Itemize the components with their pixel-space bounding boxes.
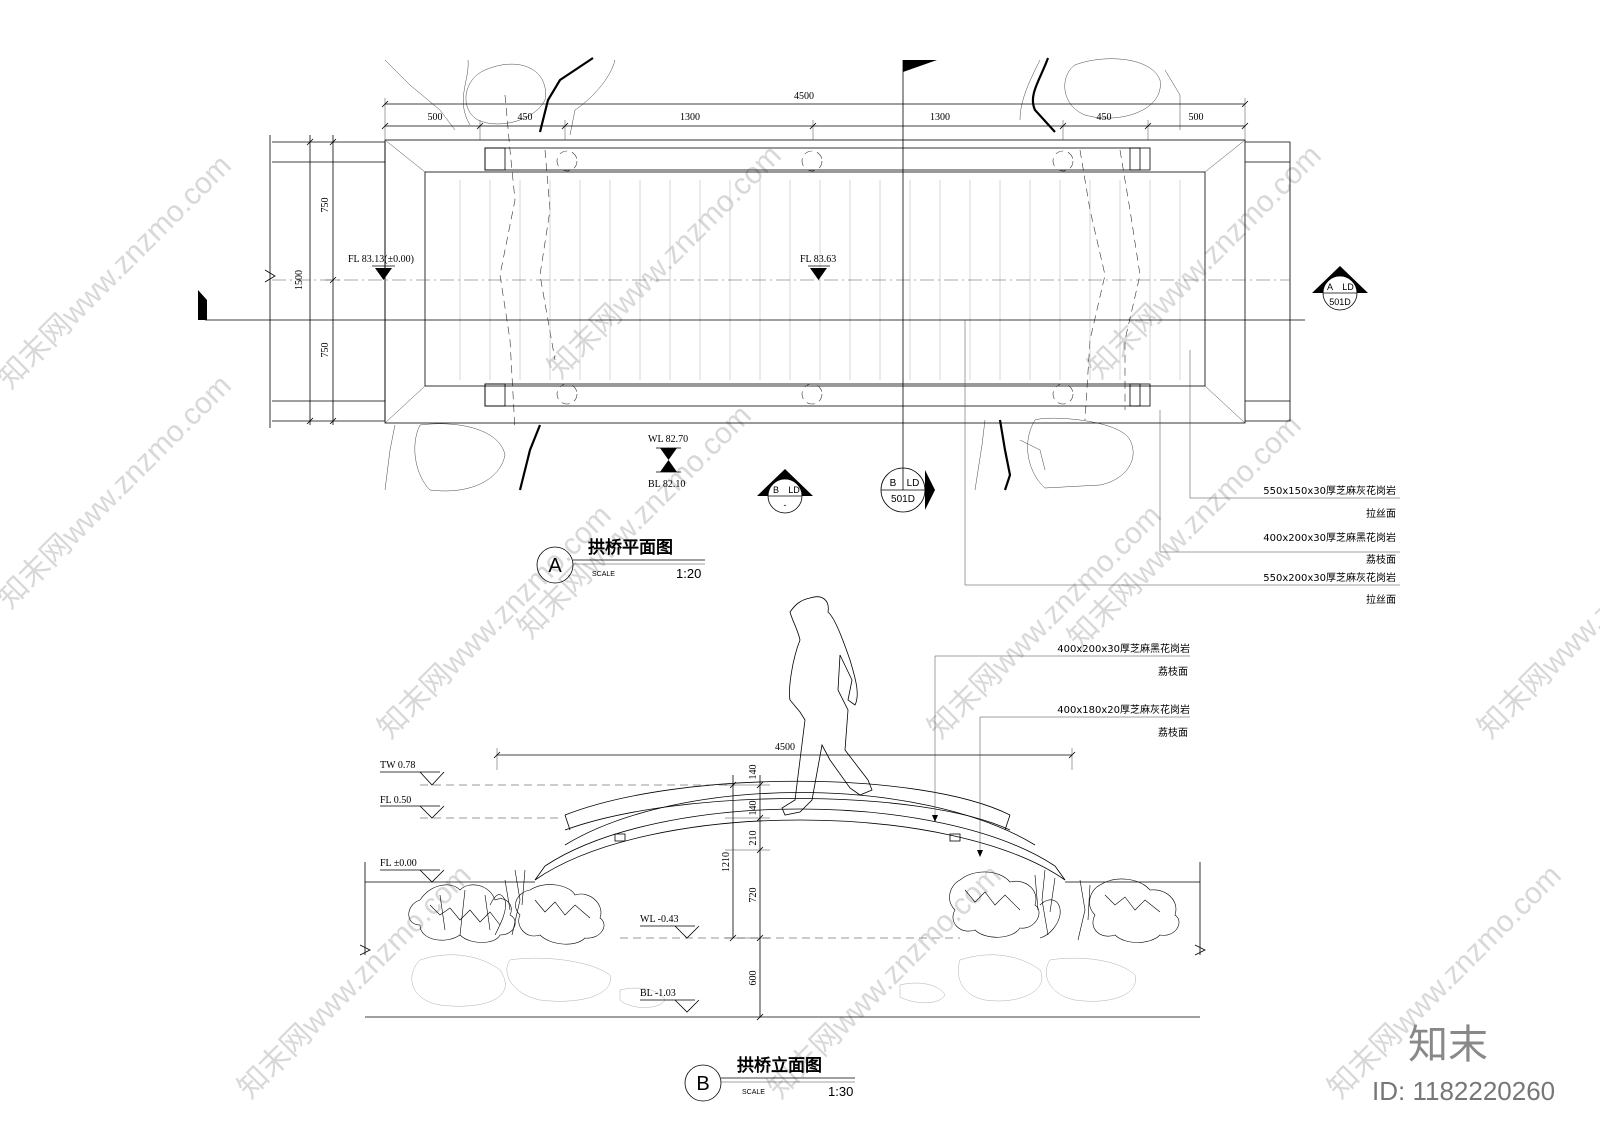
dim-total: 4500 [794, 91, 814, 102]
level-label: FL 83.13(±0.00) [348, 254, 414, 265]
title-text: 拱桥平面图 [588, 537, 673, 558]
watermark-text: 知末网www.znzmo.com [1062, 409, 1308, 655]
level-label: WL -0.43 [640, 914, 679, 925]
plan-material-callouts: 550x150x30厚芝麻灰花岗岩 拉丝面 400x200x30厚芝麻黑花岗岩 … [964, 320, 1400, 606]
section-marker-b-plan: B LD - [757, 469, 813, 514]
callout-line1: 400x180x20厚芝麻灰花岗岩 [1057, 703, 1190, 716]
marker-letter: B [890, 478, 897, 489]
dim-segment: 500 [428, 112, 443, 123]
level-label: FL 83.63 [800, 254, 836, 265]
scale-value: 1:20 [676, 566, 701, 581]
plan-dimensions-top: 4500 500 450 1300 1300 450 500 [381, 91, 1249, 140]
stream-banks [384, 57, 1181, 492]
dim-segment: 450 [518, 112, 533, 123]
callout-line2: 荔枝面 [1158, 726, 1188, 739]
watermark-layer: 知末网www.znzmo.com 知末网www.znzmo.com 知末网www… [0, 139, 1600, 1105]
marker-ref: LD [1342, 282, 1354, 292]
dim-segment: 1300 [680, 112, 700, 123]
plan-view: 4500 500 450 1300 1300 450 500 1500 750 … [198, 57, 1400, 606]
callout-line2: 拉丝面 [1366, 507, 1396, 520]
scale-label: SCALE [742, 1089, 765, 1096]
title-text: 拱桥立面图 [737, 1055, 822, 1076]
elevation-material-callouts: 400x200x30厚芝麻黑花岗岩 荔枝面 400x180x20厚芝麻灰花岗岩 … [932, 642, 1190, 857]
vdim: 210 [748, 831, 759, 846]
brand-logo: 知末 [1408, 1022, 1488, 1068]
vdim: 720 [748, 888, 759, 903]
elevation-level-markers: TW 0.78 FL 0.50 FL ±0.00 WL -0.43 BL -1.… [380, 760, 700, 1013]
section-marker-a: A LD 501D [1312, 266, 1368, 311]
elevation-view: 4500 140 140 210 720 1210 600 TW 0.78 FL… [359, 596, 1206, 1102]
callout-line2: 拉丝面 [1366, 593, 1396, 606]
marker-ref: LD [788, 485, 800, 495]
callout-line1: 550x200x30厚芝麻灰花岗岩 [1263, 571, 1396, 584]
callout-line2: 荔枝面 [1158, 665, 1188, 678]
title-letter: A [548, 555, 562, 577]
ground [359, 862, 1206, 1018]
section-marker-b: B LD 501D [880, 467, 935, 513]
person-silhouette [781, 596, 873, 816]
level-label: WL 82.70 [648, 434, 688, 445]
brand-block: 知末 ID: 1182220260 [1372, 1022, 1555, 1106]
vdim: 1210 [721, 852, 732, 872]
dim-total: 4500 [775, 742, 795, 753]
marker-sheet: 501D [891, 494, 915, 505]
level-label: BL -1.03 [640, 988, 676, 999]
vdim: 600 [748, 971, 759, 986]
watermark-text: 知末网www.znzmo.com [372, 499, 618, 745]
watermark-text: 知末网www.znzmo.com [0, 369, 238, 615]
callout-line1: 400x200x30厚芝麻黑花岗岩 [1057, 642, 1190, 655]
marker-sheet: - [784, 500, 787, 510]
dim-segment: 500 [1189, 112, 1204, 123]
marker-letter: B [773, 485, 779, 495]
scale-value: 1:30 [828, 1084, 853, 1099]
level-label: FL ±0.00 [380, 858, 417, 869]
planting-left [408, 869, 605, 945]
arch-bridge [534, 780, 1066, 881]
watermark-text: 知末网www.znzmo.com [1472, 499, 1600, 745]
callout-line1: 400x200x30厚芝麻黑花岗岩 [1263, 531, 1396, 544]
callout-line1: 550x150x30厚芝麻灰花岗岩 [1263, 484, 1396, 497]
marker-sheet: 501D [1329, 297, 1351, 307]
plan-title-block: A 拱桥平面图 SCALE 1:20 [536, 537, 705, 584]
marker-ref: LD [907, 478, 920, 489]
dim-segment: 1300 [930, 112, 950, 123]
watermark-text: 知末网www.znzmo.com [1322, 859, 1568, 1105]
planting-right [949, 869, 1180, 943]
watermark-text: 知末网www.znzmo.com [0, 149, 238, 395]
marker-letter: A [1327, 282, 1333, 292]
level-label: BL 82.10 [648, 479, 685, 490]
watermark-text: 知末网www.znzmo.com [232, 859, 478, 1105]
watermark-text: 知末网www.znzmo.com [512, 399, 758, 645]
dim-segment: 450 [1097, 112, 1112, 123]
plan-level-markers: FL 83.13(±0.00) FL 83.63 WL 82.70 BL 82.… [348, 254, 836, 490]
scale-label: SCALE [592, 571, 615, 578]
elevation-level-lines [420, 784, 960, 939]
watermark-text: 知末网www.znzmo.com [542, 139, 788, 385]
elevation-dimensions: 4500 140 140 210 720 1210 600 [493, 742, 1076, 1021]
title-letter: B [696, 1073, 709, 1095]
dim-total: 1500 [294, 270, 305, 290]
vdim: 140 [748, 801, 759, 816]
dim-segment: 750 [320, 343, 331, 358]
level-label: FL 0.50 [380, 795, 411, 806]
plan-dimensions-left: 1500 750 750 [264, 135, 385, 428]
dim-segment: 750 [320, 198, 331, 213]
elevation-title-block: B 拱桥立面图 SCALE 1:30 [684, 1055, 855, 1102]
vdim: 140 [748, 765, 759, 780]
brand-id: ID: 1182220260 [1372, 1076, 1555, 1106]
callout-line2: 荔枝面 [1366, 553, 1396, 566]
level-label: TW 0.78 [380, 760, 415, 771]
